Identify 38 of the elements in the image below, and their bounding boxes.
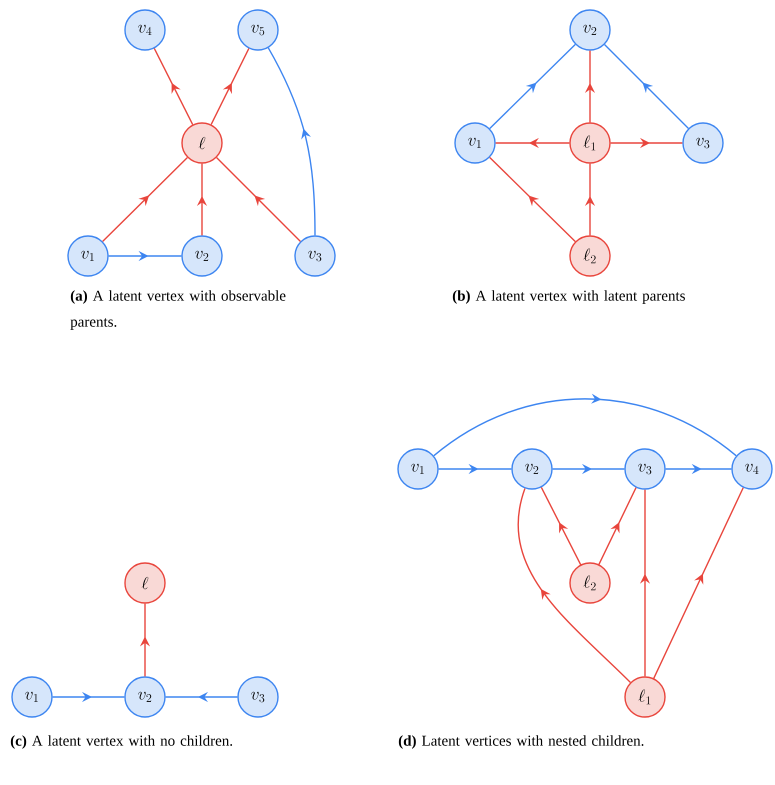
arrow [518, 488, 631, 683]
latent-vertex: $\ell_1$ [569, 122, 611, 164]
observed-vertex: $v_3$ [624, 448, 666, 490]
caption: (b) A latent vertex with latent parents [452, 290, 685, 304]
observed-vertex: $v_3$ [237, 676, 279, 718]
observed-vertex: $v_2$ [124, 676, 166, 718]
arrow [433, 394, 737, 456]
observed-vertex: $v_3$ [294, 235, 336, 277]
arrow [210, 48, 250, 125]
observed-vertex: $v_5$ [237, 9, 279, 51]
latent-vertex: $\ell$ [124, 562, 166, 604]
arrow [540, 487, 582, 565]
arrow [216, 157, 301, 242]
caption: (d) Latent vertices with nested children. [398, 735, 644, 749]
arrow [268, 48, 316, 236]
arrow [489, 44, 576, 129]
observed-vertex: $v_1$ [397, 448, 439, 490]
arrow [604, 44, 689, 129]
observed-vertex: $v_2$ [511, 448, 553, 490]
arrow [598, 487, 637, 565]
arrow [102, 157, 188, 242]
arrow [154, 48, 194, 125]
observed-vertex: $v_2$ [569, 9, 611, 51]
latent-vertex: $\ell_2$ [569, 235, 611, 277]
observed-vertex: $v_3$ [682, 122, 724, 164]
caption: (c) A latent vertex with no children. [10, 735, 232, 749]
latent-vertex: $\ell_2$ [569, 562, 611, 604]
latent-vertex: $\ell_1$ [624, 676, 666, 718]
arrow [653, 487, 744, 679]
observed-vertex: $v_4$ [731, 448, 773, 490]
caption: (a) A latent vertex with observable parents. [70, 290, 286, 330]
observed-vertex: $v_1$ [11, 676, 53, 718]
observed-vertex: $v_2$ [181, 235, 223, 277]
arrow [489, 157, 576, 242]
observed-vertex: $v_1$ [67, 235, 109, 277]
observed-vertex: $v_4$ [124, 9, 166, 51]
observed-vertex: $v_1$ [454, 122, 496, 164]
latent-vertex: $\ell$ [181, 122, 223, 164]
